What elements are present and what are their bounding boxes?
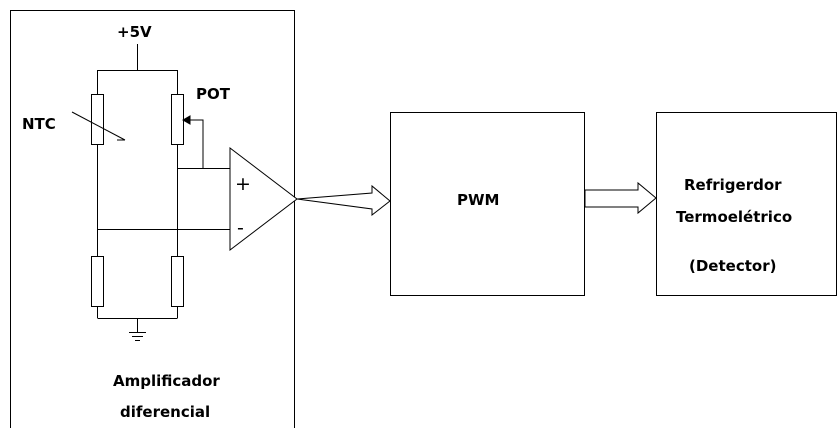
plus-sign: + (235, 173, 251, 195)
ntc-label: NTC (22, 115, 56, 133)
pot-resistor (171, 94, 184, 145)
pwm-label: PWM (457, 191, 499, 209)
ntc-resistor (91, 94, 104, 145)
caption-line-1: Amplificador (113, 372, 220, 390)
cooler-label-line-2: Termoelétrico (676, 208, 792, 226)
lower-right-resistor (171, 256, 184, 307)
cooler-block (656, 112, 837, 296)
op-amp (229, 146, 298, 252)
pot-label: POT (196, 85, 231, 103)
minus-sign: - (237, 217, 244, 239)
supply-label: +5V (117, 23, 152, 41)
cooler-label-line-1: Refrigerdor (684, 176, 782, 194)
lower-left-resistor (91, 256, 104, 307)
caption-line-2: diferencial (120, 403, 210, 421)
cooler-label-line-3: (Detector) (689, 257, 776, 275)
arrow-pwm-to-cooler (584, 181, 657, 215)
pot-wiper-wire (183, 119, 204, 168)
pot-wiper-arrow (181, 115, 191, 125)
ntc-arrow-line (71, 111, 126, 141)
amplifier-enclosure (10, 10, 295, 428)
arrow-amp-to-pwm (296, 184, 391, 217)
